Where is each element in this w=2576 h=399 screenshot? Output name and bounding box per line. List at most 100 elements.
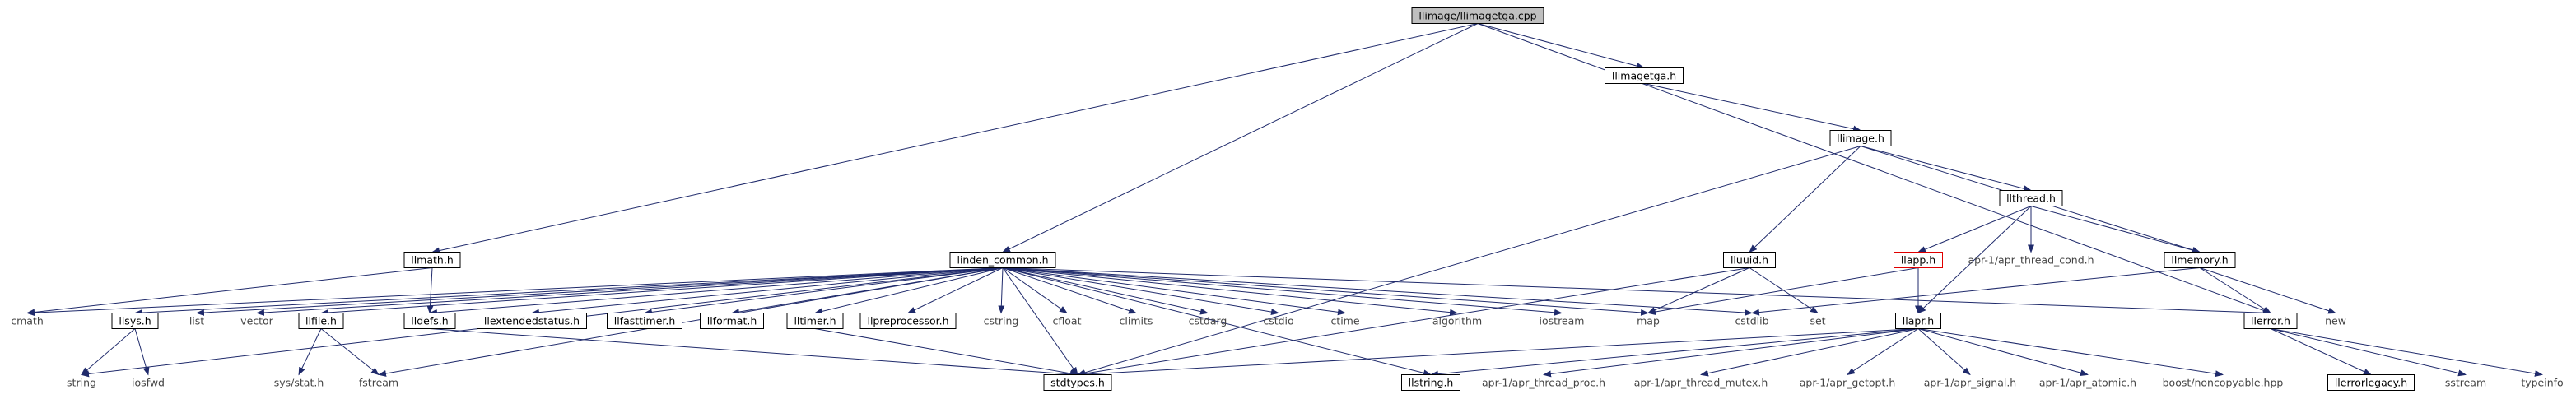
- edge-llthread-h-to-llmemory-h: [2030, 206, 2201, 253]
- node-label: fstream: [359, 377, 398, 389]
- node-boost-noncopyable[interactable]: boost/noncopyable.hpp: [2156, 375, 2290, 391]
- node-label: llmemory.h: [2171, 254, 2228, 267]
- node-label: apr-1/apr_thread_mutex.h: [1634, 377, 1768, 389]
- node-llsys-h[interactable]: llsys.h: [111, 313, 159, 329]
- node-box: [1895, 313, 1941, 329]
- node-lltimer-h[interactable]: lltimer.h: [786, 313, 844, 329]
- node-label: algorithm: [1432, 315, 1482, 327]
- edge-linden-common-h-to-llstring-h: [1002, 267, 1432, 377]
- node-stdtypes-h[interactable]: stdtypes.h: [1043, 374, 1112, 391]
- node-box: [1894, 252, 1943, 268]
- edge-lldefs-h-to-stdtypes-h: [429, 328, 1078, 378]
- node-label: ctime: [1330, 315, 1359, 327]
- node-box: [2327, 374, 2415, 391]
- node-apr-thread-mutex[interactable]: apr-1/apr_thread_mutex.h: [1628, 375, 1775, 391]
- node-set[interactable]: set: [1803, 313, 1833, 329]
- node-vector[interactable]: vector: [234, 313, 280, 329]
- node-lldefs-h[interactable]: lldefs.h: [403, 313, 456, 329]
- edge-linden-common-h-to-llfasttimer-h: [644, 267, 1004, 316]
- node-box: [949, 252, 1056, 268]
- edge-root-to-llimagetga-h: [1477, 23, 1645, 70]
- node-apr-thread-proc[interactable]: apr-1/apr_thread_proc.h: [1475, 375, 1613, 391]
- node-label: boost/noncopyable.hpp: [2163, 377, 2284, 389]
- node-llerror-h[interactable]: llerror.h: [2243, 313, 2298, 329]
- node-label: new: [2325, 315, 2346, 327]
- node-map[interactable]: map: [1630, 313, 1666, 329]
- node-apr-atomic[interactable]: apr-1/apr_atomic.h: [2033, 375, 2144, 391]
- edge-llmemory-h-to-cstdlib: [1751, 267, 2201, 316]
- edge-linden-common-h-to-llpreprocessor-h: [907, 267, 1004, 313]
- node-lluuid-h[interactable]: lluuid.h: [1723, 252, 1776, 268]
- edge-llerror-h-to-sstream: [2270, 328, 2467, 377]
- node-llapr-h[interactable]: llapr.h: [1895, 313, 1941, 329]
- node-label: llimagetga.h: [1612, 70, 1676, 82]
- node-cfloat[interactable]: cfloat: [1046, 313, 1088, 329]
- node-ctime[interactable]: ctime: [1324, 313, 1367, 329]
- edge-llthread-h-to-llapp-h: [1917, 206, 2032, 253]
- node-cstdarg[interactable]: cstdarg: [1182, 313, 1234, 329]
- node-apr-signal[interactable]: apr-1/apr_signal.h: [1917, 375, 2024, 391]
- node-label: list: [189, 315, 204, 327]
- node-llpreprocessor-h[interactable]: llpreprocessor.h: [859, 313, 957, 329]
- node-label: stdtypes.h: [1050, 377, 1105, 389]
- node-llthread-h[interactable]: llthread.h: [1999, 190, 2063, 206]
- edge-linden-common-h-to-llextendedstatus-h: [531, 267, 1004, 316]
- node-label: linden_common.h: [957, 254, 1048, 267]
- edge-llmemory-h-to-llerror-h: [2199, 267, 2271, 314]
- edge-llerror-h-to-llerrorlegacy-h: [2270, 328, 2372, 375]
- node-llmemory-h[interactable]: llmemory.h: [2164, 252, 2236, 268]
- edge-llapr-h-to-boost-noncopyable: [1917, 328, 2224, 378]
- node-apr-thread-cond[interactable]: apr-1/apr_thread_cond.h: [1961, 253, 2101, 268]
- node-apr-getopt[interactable]: apr-1/apr_getopt.h: [1793, 375, 1903, 391]
- node-fstream[interactable]: fstream: [352, 375, 406, 391]
- node-llfile-h[interactable]: llfile.h: [298, 313, 344, 329]
- edge-linden-common-h-to-llerror-h: [1002, 267, 2271, 317]
- node-string[interactable]: string: [60, 375, 103, 391]
- node-label: set: [1810, 315, 1825, 327]
- node-box: [111, 313, 159, 329]
- node-label: cstdio: [1263, 315, 1293, 327]
- node-llerrorlegacy-h[interactable]: llerrorlegacy.h: [2327, 374, 2415, 391]
- node-cstdlib[interactable]: cstdlib: [1728, 313, 1776, 329]
- node-label: llapp.h: [1901, 254, 1935, 267]
- node-root[interactable]: llimage/llimagetga.cpp: [1411, 7, 1544, 24]
- node-llextendedstatus-h[interactable]: llextendedstatus.h: [477, 313, 587, 329]
- node-label: climits: [1120, 315, 1153, 327]
- node-sstream[interactable]: sstream: [2439, 375, 2494, 391]
- node-label: lldefs.h: [411, 315, 448, 327]
- node-sys-stat-h[interactable]: sys/stat.h: [268, 375, 331, 391]
- edge-root-to-llerror-h: [1477, 23, 2271, 314]
- node-typeinfo[interactable]: typeinfo: [2514, 375, 2570, 391]
- node-label: llerror.h: [2251, 315, 2290, 327]
- node-label: sys/stat.h: [274, 377, 324, 389]
- node-label: llsys.h: [119, 315, 151, 327]
- node-algorithm[interactable]: algorithm: [1426, 313, 1489, 329]
- edge-linden-common-h-to-llsys-h: [134, 267, 1004, 317]
- node-label: iosfwd: [132, 377, 165, 389]
- node-cstdio[interactable]: cstdio: [1256, 313, 1301, 329]
- node-new[interactable]: new: [2318, 313, 2353, 329]
- node-label: llerrorlegacy.h: [2335, 377, 2407, 389]
- node-llmath-h[interactable]: llmath.h: [403, 252, 461, 268]
- edge-llmemory-h-to-new: [2199, 267, 2336, 314]
- node-llfasttimer-h[interactable]: llfasttimer.h: [607, 313, 682, 329]
- node-iostream[interactable]: iostream: [1533, 313, 1591, 329]
- node-label: llmath.h: [411, 254, 454, 267]
- node-linden-common-h[interactable]: linden_common.h: [949, 252, 1056, 268]
- node-llstring-h[interactable]: llstring.h: [1401, 374, 1460, 391]
- node-cstring[interactable]: cstring: [977, 313, 1026, 329]
- node-iosfwd[interactable]: iosfwd: [125, 375, 171, 391]
- edge-lluuid-h-to-stdtypes-h: [1077, 267, 1750, 378]
- node-climits[interactable]: climits: [1113, 313, 1160, 329]
- node-llimage-h[interactable]: llimage.h: [1829, 130, 1892, 146]
- node-llformat-h[interactable]: llformat.h: [700, 313, 764, 329]
- node-llimagetga-h[interactable]: llimagetga.h: [1605, 67, 1684, 84]
- node-label: llstring.h: [1409, 377, 1454, 389]
- edge-llapr-h-to-apr-atomic: [1917, 328, 2089, 376]
- node-llapp-h[interactable]: llapp.h: [1894, 252, 1943, 268]
- node-box: [859, 313, 957, 329]
- node-box: [1401, 374, 1460, 391]
- node-box: [403, 313, 456, 329]
- node-cmath[interactable]: cmath: [4, 313, 50, 329]
- node-list[interactable]: list: [183, 313, 212, 329]
